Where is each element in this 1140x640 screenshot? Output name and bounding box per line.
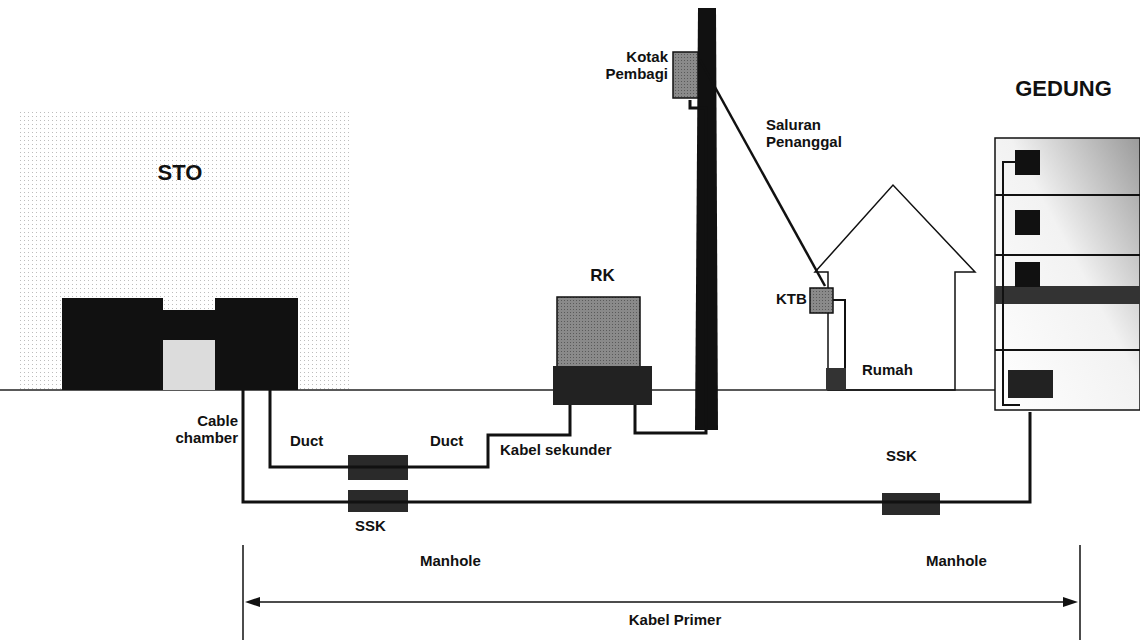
dimension-line	[252, 601, 1071, 603]
dimension-tick	[1079, 545, 1081, 640]
sto-bridge	[163, 310, 215, 340]
cable-line	[635, 100, 706, 433]
building-terminal	[1008, 370, 1053, 398]
cabinet-node: RK	[553, 260, 652, 405]
ssk-label: SSK	[886, 447, 936, 464]
distribution-node: Kotak Pembagi	[600, 48, 700, 100]
node-text: GEDUNG	[991, 76, 1136, 101]
halftone-ground	[20, 110, 350, 390]
station-node: STO	[62, 150, 298, 390]
ktb-box	[810, 288, 833, 313]
cable-label: Kabel sekunder	[500, 441, 660, 458]
cable-label: Saluran Penanggal	[766, 116, 856, 151]
dimension-arrow	[245, 597, 260, 607]
dimension-arrow	[1063, 597, 1078, 607]
floor-line	[995, 349, 1140, 351]
rk-base	[553, 366, 652, 405]
node-text: Kotak Pembagi	[598, 48, 668, 83]
dimension-label: Kabel Primer	[605, 611, 745, 628]
floor-line	[995, 194, 1140, 196]
node-text: KTB	[776, 290, 810, 307]
duct-label: Duct	[430, 432, 480, 449]
building	[995, 138, 1140, 410]
house-node: Rumah	[812, 183, 978, 392]
rk-cabinet	[557, 297, 640, 367]
ssk-box	[882, 493, 940, 515]
dimension-tick	[242, 545, 244, 640]
terminal-box	[826, 368, 846, 390]
ssk-label: SSK	[355, 517, 405, 534]
distribution-box	[673, 52, 698, 98]
floor-line	[995, 254, 1140, 256]
sto-gap	[163, 340, 215, 390]
chamber-label: Cable chamber	[166, 412, 238, 447]
floor-box	[1015, 150, 1040, 175]
floor-box	[1015, 262, 1040, 287]
manhole-label: Manhole	[420, 552, 510, 569]
floor-box	[1015, 210, 1040, 235]
building-node: GEDUNG	[995, 70, 1140, 412]
node-text: Rumah	[862, 361, 932, 378]
house-outline	[815, 185, 975, 390]
cable-line	[700, 60, 825, 286]
sto-building	[62, 298, 163, 390]
node-text: STO	[62, 160, 298, 185]
node-text: RK	[553, 266, 652, 286]
sto-building	[215, 298, 298, 390]
riser-wire	[1003, 162, 1020, 405]
manhole-label: Manhole	[926, 552, 1016, 569]
duct-label: Duct	[290, 432, 340, 449]
floor-band	[995, 286, 1140, 304]
terminal-node: KTB	[776, 286, 833, 314]
drop-wire	[833, 300, 845, 370]
